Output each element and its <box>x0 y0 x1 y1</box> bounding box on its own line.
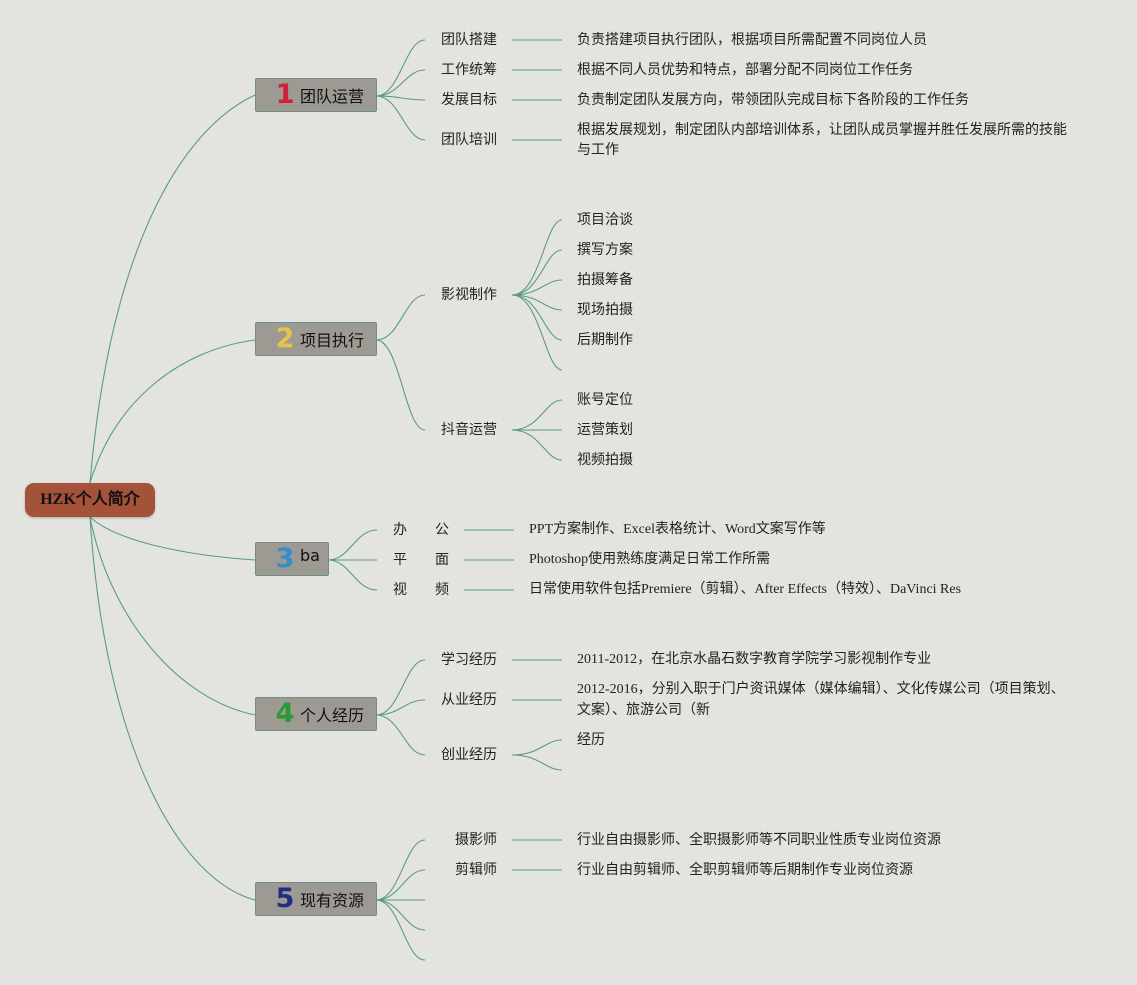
item-label[interactable]: 发展目标 <box>441 92 497 108</box>
item-label[interactable]: 学习经历 <box>441 652 497 668</box>
item-desc-cont[interactable]: 文案）、旅游公司（新 <box>577 702 710 718</box>
item-label[interactable]: 创业经历 <box>441 747 497 763</box>
item-desc[interactable]: 行业自由剪辑师、全职剪辑师等后期制作专业岗位资源 <box>577 862 913 878</box>
item-label-a[interactable]: 平 <box>393 552 407 568</box>
branch-resources[interactable]: 5 现有资源 <box>255 882 377 916</box>
branch-title: 现有资源 <box>300 891 365 910</box>
item-label-b[interactable]: 频 <box>435 582 449 598</box>
item-label[interactable]: 团队培训 <box>441 132 497 148</box>
branch-team-ops[interactable]: 1 团队运营 <box>255 78 377 112</box>
item-label[interactable]: 从业经历 <box>441 692 497 708</box>
item-desc[interactable]: PPT方案制作、Excel表格统计、Word文案写作等 <box>529 522 826 537</box>
item-label-b[interactable]: 面 <box>435 552 449 568</box>
sub-item[interactable]: 项目洽谈 <box>577 212 633 228</box>
item-desc[interactable]: 2011-2012，在北京水晶石数字教育学院学习影视制作专业 <box>577 652 932 667</box>
branch-title: 团队运营 <box>300 87 365 106</box>
connector-root-b3 <box>89 516 256 561</box>
sub-item[interactable]: 运营策划 <box>577 422 633 438</box>
number-2-icon: 2 <box>275 323 295 354</box>
branch-title: ba <box>300 545 320 565</box>
branch-project-exec[interactable]: 2 项目执行 <box>255 322 377 356</box>
item-desc-cont[interactable]: 与工作 <box>577 142 619 158</box>
item-label[interactable]: 工作统筹 <box>441 62 497 78</box>
branch-ba[interactable]: 3 ba <box>255 542 329 576</box>
item-desc[interactable]: 行业自由摄影师、全职摄影师等不同职业性质专业岗位资源 <box>577 832 941 848</box>
item-desc[interactable]: 负责搭建项目执行团队，根据项目所需配置不同岗位人员 <box>577 32 927 48</box>
sub-item[interactable]: 撰写方案 <box>577 242 633 258</box>
number-1-icon: 1 <box>275 79 295 110</box>
sub-item[interactable]: 拍摄筹备 <box>577 272 633 288</box>
item-desc[interactable]: 日常使用软件包括Premiere（剪辑）、After Effects（特效）、D… <box>529 582 962 597</box>
root-node[interactable]: HZK个人简介 <box>25 483 155 517</box>
branch-experience[interactable]: 4 个人经历 <box>255 697 377 731</box>
connector-root-b5 <box>89 516 256 901</box>
item-desc[interactable]: 根据发展规划，制定团队内部培训体系，让团队成员掌握并胜任发展所需的技能 <box>577 122 1067 138</box>
item-desc[interactable]: 负责制定团队发展方向，带领团队完成目标下各阶段的工作任务 <box>577 92 969 108</box>
number-4-icon: 4 <box>275 698 295 729</box>
item-label[interactable]: 剪辑师 <box>455 862 497 878</box>
connector-root-b2 <box>89 339 256 484</box>
item-label-a[interactable]: 视 <box>393 582 407 598</box>
item-label[interactable]: 抖音运营 <box>441 422 497 438</box>
item-desc[interactable]: 2012-2016，分别入职于门户资讯媒体（媒体编辑）、文化传媒公司（项目策划、 <box>577 682 1065 697</box>
item-label[interactable]: 团队搭建 <box>441 32 497 48</box>
sub-item[interactable]: 后期制作 <box>577 332 633 348</box>
number-5-icon: 5 <box>275 883 295 914</box>
item-label-b[interactable]: 公 <box>435 522 449 538</box>
connector-root-b1 <box>89 94 256 484</box>
branch-title: 个人经历 <box>300 706 365 725</box>
item-label[interactable]: 影视制作 <box>441 287 497 303</box>
branch-title: 项目执行 <box>300 331 365 350</box>
item-label[interactable]: 摄影师 <box>455 832 497 848</box>
sub-item[interactable]: 经历 <box>577 732 605 748</box>
item-label-a[interactable]: 办 <box>393 522 407 538</box>
item-desc[interactable]: 根据不同人员优势和特点，部署分配不同岗位工作任务 <box>577 62 913 78</box>
number-3-icon: 3 <box>275 543 295 574</box>
sub-item[interactable]: 视频拍摄 <box>577 452 633 468</box>
item-desc[interactable]: Photoshop使用熟练度满足日常工作所需 <box>529 552 771 567</box>
connector-root-b4 <box>89 516 256 716</box>
sub-item[interactable]: 现场拍摄 <box>577 302 633 318</box>
sub-item[interactable]: 账号定位 <box>577 392 633 408</box>
